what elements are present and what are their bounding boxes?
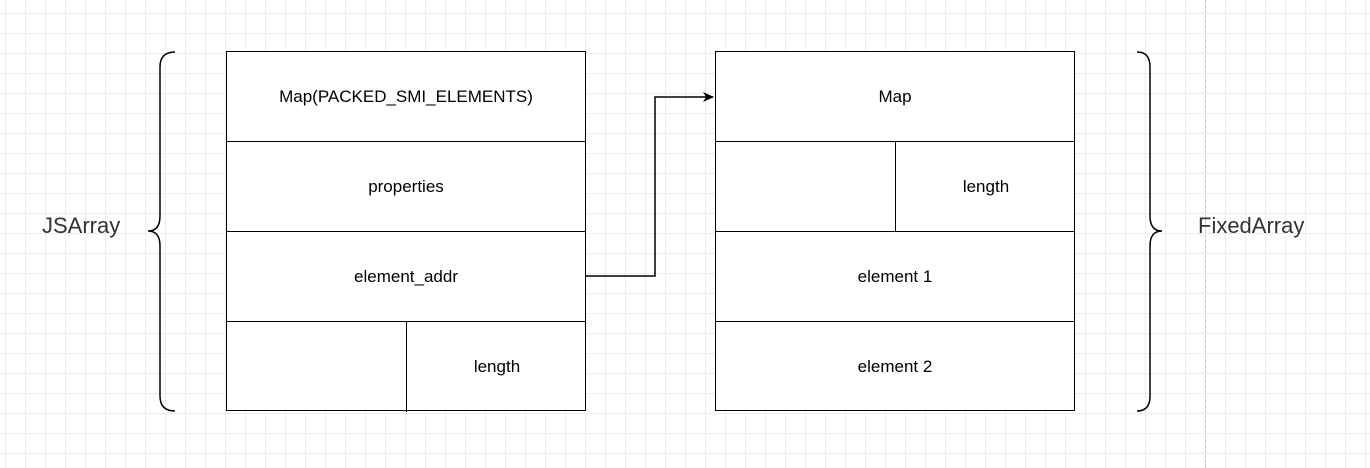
fixedarray-label: FixedArray <box>1198 213 1305 238</box>
fixedarray-row-element-2[interactable]: element 2 <box>716 322 1074 412</box>
fixedarray-element-2-cell[interactable]: element 2 <box>857 357 933 376</box>
jsarray-element-addr-cell[interactable]: element_addr <box>354 266 458 286</box>
jsarray-row-map[interactable]: Map(PACKED_SMI_ELEMENTS) <box>227 52 585 142</box>
fixedarray-row-element-1[interactable]: element 1 <box>716 232 1074 322</box>
fixedarray-block[interactable]: Map length element 1 element 2 <box>715 51 1075 411</box>
jsarray-row-length[interactable]: length <box>227 322 585 412</box>
right-curly-brace[interactable] <box>1136 51 1163 412</box>
fixedarray-map-cell[interactable]: Map <box>878 86 912 106</box>
jsarray-length-cell[interactable]: length <box>473 357 521 376</box>
fixedarray-length-cell[interactable]: length <box>962 176 1010 196</box>
jsarray-row-properties[interactable]: properties <box>227 142 585 232</box>
fixedarray-row-length[interactable]: length <box>716 142 1074 232</box>
page-boundary-line <box>1205 0 1206 468</box>
fixedarray-element-1-cell[interactable]: element 1 <box>857 266 933 286</box>
jsarray-block[interactable]: Map(PACKED_SMI_ELEMENTS) properties elem… <box>226 51 586 412</box>
fixedarray-row-map[interactable]: Map <box>716 52 1074 142</box>
element-addr-to-fixedarray-arrow[interactable] <box>586 92 714 277</box>
left-curly-brace[interactable] <box>147 51 176 412</box>
jsarray-empty-cell[interactable] <box>227 322 407 412</box>
jsarray-properties-cell[interactable]: properties <box>368 176 444 196</box>
jsarray-label: JSArray <box>42 213 121 238</box>
jsarray-row-element-addr[interactable]: element_addr <box>227 232 585 322</box>
jsarray-map-cell[interactable]: Map(PACKED_SMI_ELEMENTS) <box>279 86 533 106</box>
fixedarray-empty-cell[interactable] <box>716 142 896 231</box>
